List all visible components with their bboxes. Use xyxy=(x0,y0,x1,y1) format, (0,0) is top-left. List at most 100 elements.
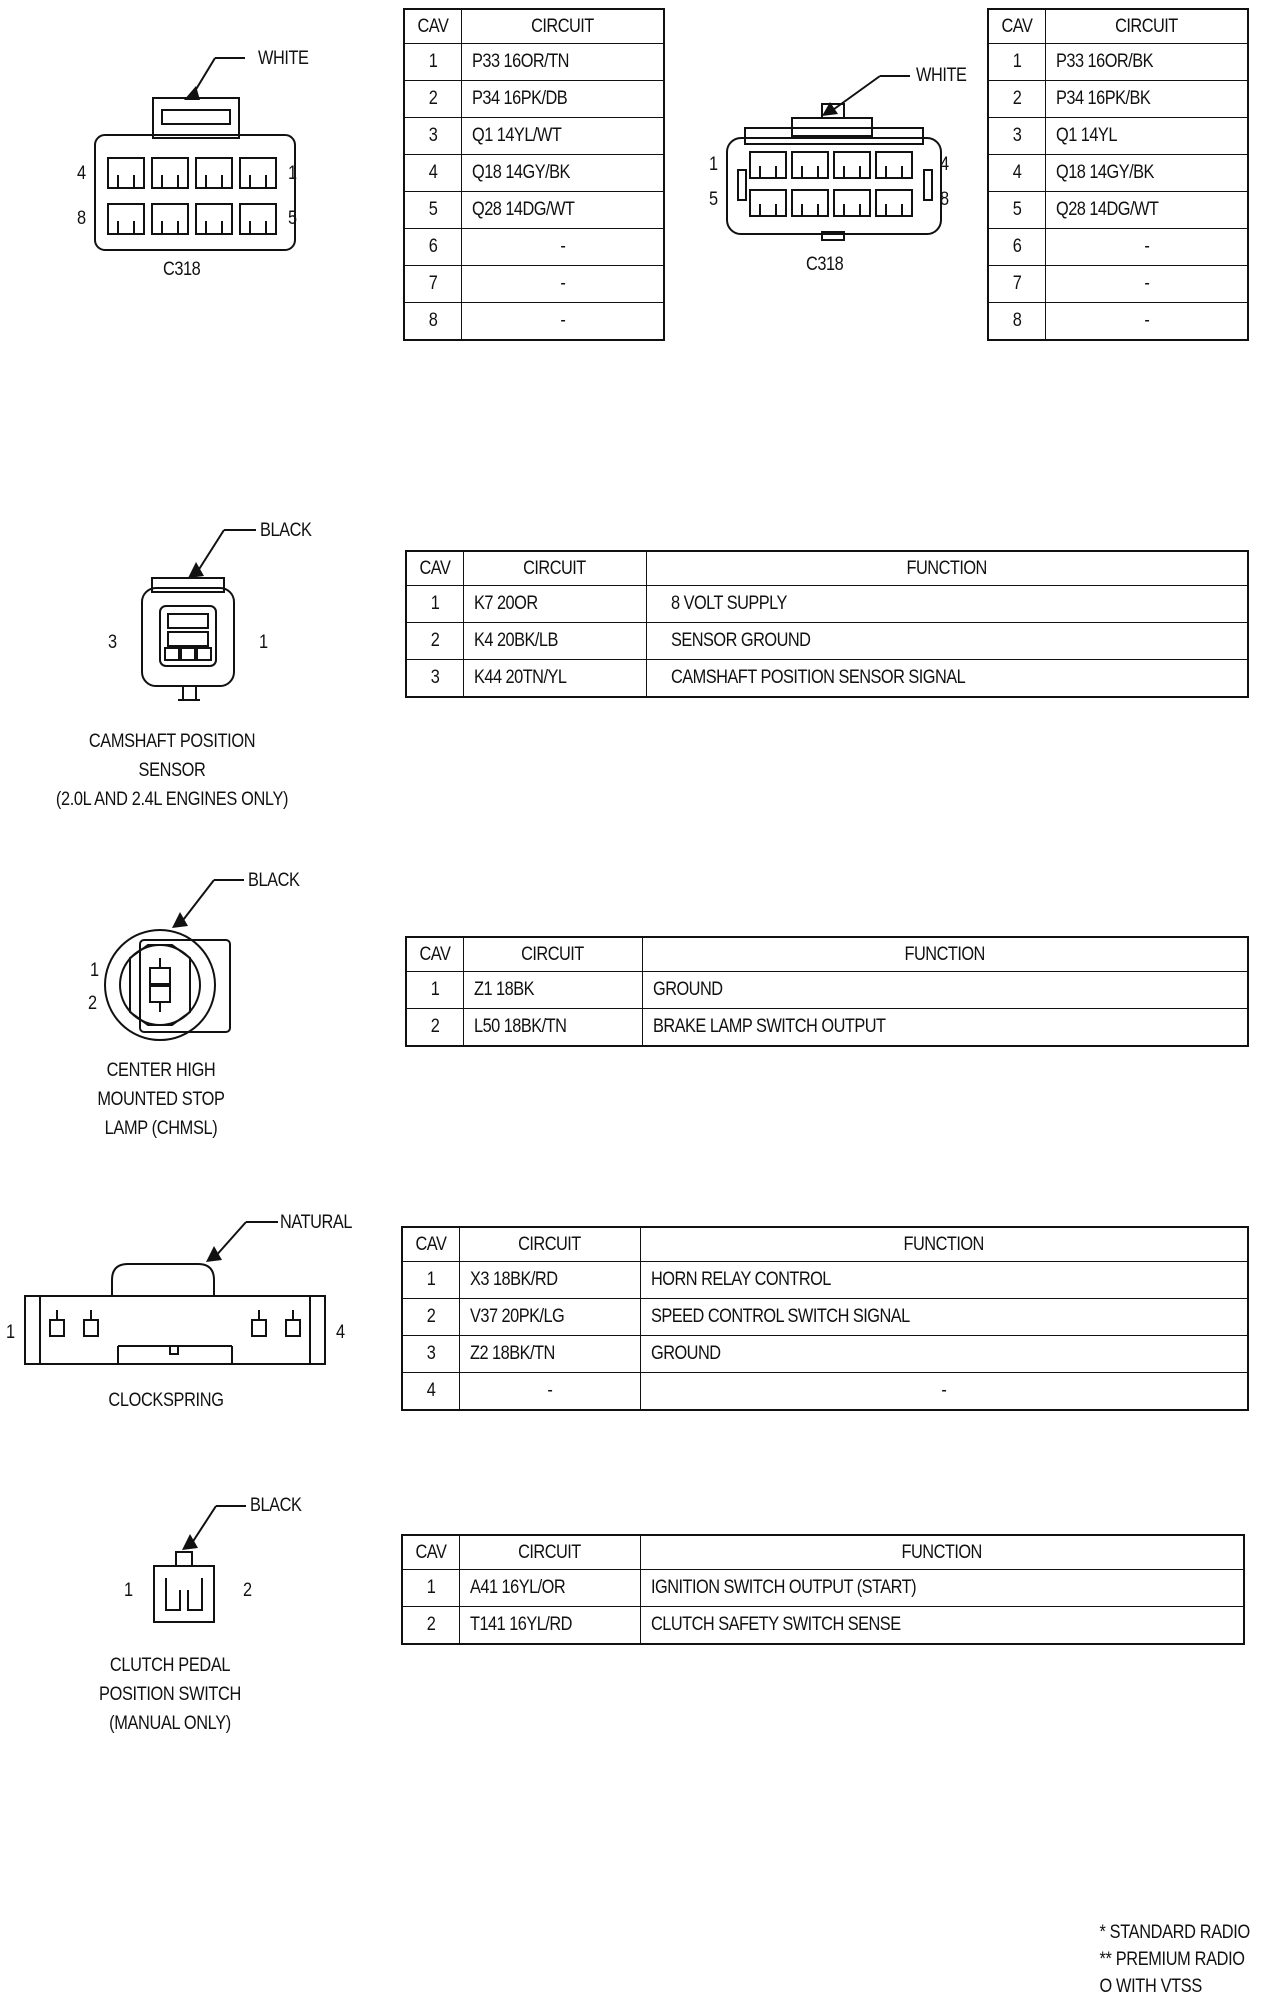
header-circuit: CIRCUIT xyxy=(518,1541,582,1563)
circuit-cell: K44 20TN/YL xyxy=(473,667,567,688)
clockspring-color-label: NATURAL xyxy=(280,1212,353,1233)
cav-cell: 2 xyxy=(1012,88,1022,109)
chmsl-pin-1: 1 xyxy=(90,960,99,981)
table-row: 7- xyxy=(987,265,1249,303)
c318-a-color-label: WHITE xyxy=(258,48,309,69)
table-row: 5 Q28 14DG/WT xyxy=(987,191,1249,229)
camshaft-pin-3: 3 xyxy=(108,632,117,653)
clutch-pin-1: 1 xyxy=(124,1580,133,1601)
clockspring-pin-4: 4 xyxy=(336,1322,345,1343)
camshaft-caption-line3: (2.0L AND 2.4L ENGINES ONLY) xyxy=(55,789,289,810)
circuit-cell: Q28 14DG/WT xyxy=(471,199,575,220)
chmsl-color-label: BLACK xyxy=(248,870,300,891)
cav-cell: 3 xyxy=(430,667,440,688)
function-cell: HORN RELAY CONTROL xyxy=(650,1269,831,1290)
circuit-cell: L50 18BK/TN xyxy=(473,1016,567,1037)
c318-b-connector-icon xyxy=(726,75,942,241)
table-header-row: CAV CIRCUIT FUNCTION xyxy=(401,1226,1249,1262)
cav-cell: 7 xyxy=(1012,273,1022,294)
clutch-pin-2: 2 xyxy=(243,1580,252,1601)
cav-cell: 2 xyxy=(430,1016,440,1037)
cav-cell: 1 xyxy=(1012,51,1022,72)
c318-a-pin-8: 8 xyxy=(77,208,86,229)
cav-cell: 2 xyxy=(426,1306,436,1327)
circuit-cell: Z2 18BK/TN xyxy=(469,1343,555,1364)
circuit-cell: Q28 14DG/WT xyxy=(1055,199,1159,220)
circuit-cell: - xyxy=(559,273,565,294)
c318-b-pin-4: 4 xyxy=(940,154,949,175)
circuit-cell: - xyxy=(559,310,565,331)
header-cav: CAV xyxy=(415,1541,447,1563)
c318-b-color-label: WHITE xyxy=(916,65,967,86)
function-cell: IGNITION SWITCH OUTPUT (START) xyxy=(650,1577,917,1598)
table-header-row: CAV CIRCUIT FUNCTION xyxy=(401,1534,1245,1570)
function-cell: GROUND xyxy=(650,1343,721,1364)
cav-cell: 5 xyxy=(1012,199,1022,220)
circuit-cell: Q18 14GY/BK xyxy=(471,162,570,183)
circuit-cell: - xyxy=(1143,273,1149,294)
circuit-cell: Z1 18BK xyxy=(473,979,534,1000)
clutch-caption-line2: POSITION SWITCH xyxy=(99,1684,241,1705)
table-header-row: CAV CIRCUIT FUNCTION xyxy=(405,936,1249,972)
clutch-caption-line3: (MANUAL ONLY) xyxy=(109,1713,231,1734)
circuit-cell: Q1 14YL/WT xyxy=(471,125,562,146)
table-row: 6- xyxy=(987,228,1249,266)
function-cell: CLUTCH SAFETY SWITCH SENSE xyxy=(650,1614,901,1635)
header-cav: CAV xyxy=(415,1233,447,1255)
header-function: FUNCTION xyxy=(904,943,986,965)
function-cell: CAMSHAFT POSITION SENSOR SIGNAL xyxy=(670,667,966,688)
circuit-cell: P34 16PK/BK xyxy=(1055,88,1151,109)
cav-cell: 1 xyxy=(426,1269,436,1290)
c318-a-pin-4: 4 xyxy=(77,163,86,184)
clutch-connector-icon xyxy=(153,1505,246,1623)
c318-a-connector-icon xyxy=(94,57,296,251)
cav-cell: 2 xyxy=(430,630,440,651)
cav-cell: 3 xyxy=(426,1343,436,1364)
table-row: 8- xyxy=(403,302,665,341)
cav-cell: 2 xyxy=(426,1614,436,1635)
cav-cell: 8 xyxy=(428,310,438,331)
table-header-row: CAV CIRCUIT FUNCTION xyxy=(405,550,1249,586)
table-row: 3 K44 20TN/YL CAMSHAFT POSITION SENSOR SIG… xyxy=(405,659,1249,698)
circuit-cell: Q18 14GY/BK xyxy=(1055,162,1154,183)
cav-cell: 1 xyxy=(430,593,440,614)
chmsl-caption-line1: CENTER HIGH xyxy=(106,1060,216,1081)
cav-cell: 2 xyxy=(428,88,438,109)
circuit-cell: P33 16OR/BK xyxy=(1055,51,1153,72)
table-row: 1 P33 16OR/BK xyxy=(987,43,1249,81)
table-row: 8- xyxy=(987,302,1249,341)
table-header-row: CAV CIRCUIT xyxy=(403,8,665,44)
footnote-legend: * STANDARD RADIO ** PREMIUM RADIO O WITH… xyxy=(1099,1919,1251,2000)
c318-b-pin-1: 1 xyxy=(709,154,718,175)
chmsl-connector-icon xyxy=(104,879,244,1041)
chmsl-pin-2: 2 xyxy=(88,993,97,1014)
circuit-cell: - xyxy=(559,236,565,257)
legend-premium-radio: ** PREMIUM RADIO xyxy=(1099,1949,1246,1970)
table-row: 2 P34 16PK/BK xyxy=(987,80,1249,118)
clockspring-pin-1: 1 xyxy=(6,1322,15,1343)
circuit-cell: - xyxy=(1143,236,1149,257)
chmsl-caption: CENTER HIGH MOUNTED STOP LAMP (CHMSL) xyxy=(54,1056,269,1143)
header-cav: CAV xyxy=(419,943,451,965)
header-cav: CAV xyxy=(1001,15,1033,37)
header-circuit: CIRCUIT xyxy=(1115,15,1178,37)
clockspring-connector-icon xyxy=(24,1221,326,1365)
circuit-cell: A41 16YL/OR xyxy=(469,1577,566,1598)
function-cell: - xyxy=(941,1380,947,1401)
function-cell: 8 VOLT SUPPLY xyxy=(670,593,787,614)
cav-cell: 1 xyxy=(426,1577,436,1598)
circuit-cell: - xyxy=(1143,310,1149,331)
header-function: FUNCTION xyxy=(901,1541,983,1563)
header-circuit: CIRCUIT xyxy=(523,557,587,579)
